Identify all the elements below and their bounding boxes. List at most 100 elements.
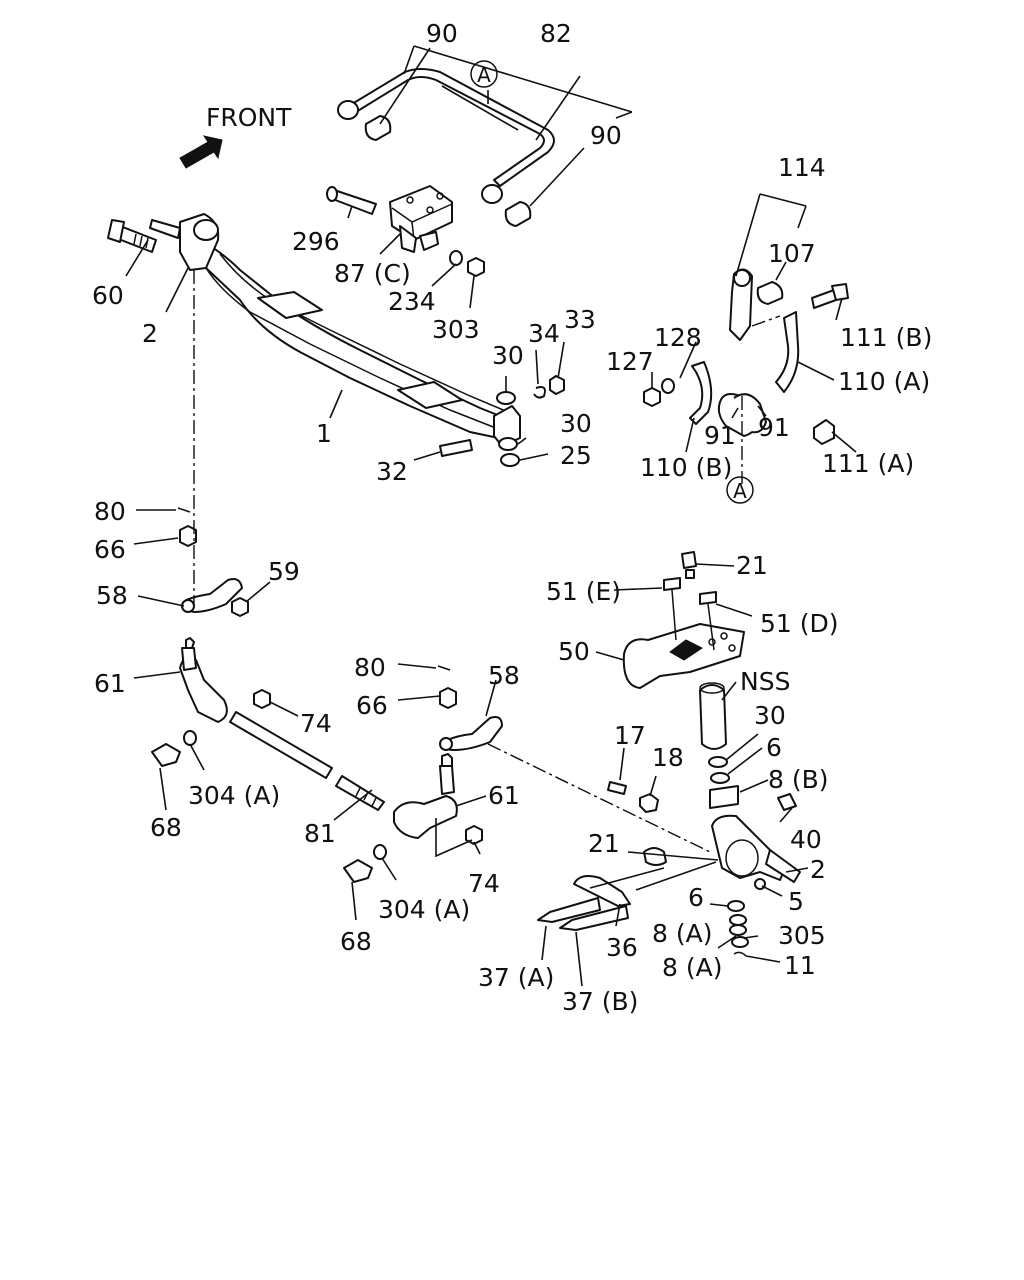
stabilizer-bracket-87c: [389, 185, 453, 253]
bolt-111b: [811, 283, 849, 309]
label-66-left: 66: [94, 535, 126, 564]
label-66-right: 66: [356, 691, 388, 720]
callout-a-bottom: A: [733, 479, 747, 503]
grease-nipple-21-top: [681, 551, 697, 579]
label-68-right: 68: [340, 927, 372, 956]
label-60: 60: [92, 281, 124, 310]
label-37b: 37 (B): [562, 987, 638, 1016]
label-30-mid: 30: [560, 409, 592, 438]
label-114: 114: [778, 153, 826, 182]
bolt-51d: [699, 591, 717, 651]
label-33: 33: [564, 305, 596, 334]
kingpin-nss: [699, 682, 727, 750]
label-90-left: 90: [426, 19, 458, 48]
label-34: 34: [528, 319, 560, 348]
steering-arm-58-right: [439, 716, 503, 751]
bolt-51e: [663, 577, 681, 641]
label-81: 81: [304, 819, 336, 848]
steering-arm-36: [573, 875, 631, 907]
stabilizer-bushing-90-right: [504, 201, 532, 227]
label-25: 25: [560, 441, 592, 470]
label-304a-left: 304 (A): [188, 781, 280, 810]
label-30-knuckle: 30: [754, 701, 786, 730]
label-5: 5: [788, 887, 804, 916]
castle-nut-66-right: [439, 687, 457, 709]
bolt-68-right: [343, 844, 387, 883]
nut-74-right: [465, 825, 483, 845]
label-17: 17: [614, 721, 646, 750]
label-110a: 110 (A): [838, 367, 930, 396]
label-40: 40: [790, 825, 822, 854]
washer-234: [449, 250, 463, 266]
label-36: 36: [606, 933, 638, 962]
steering-arm-58-left: [181, 578, 243, 613]
nut-74-left: [253, 689, 271, 709]
label-305: 305: [778, 921, 826, 950]
label-68-left: 68: [150, 813, 182, 842]
label-6-top: 6: [766, 733, 782, 762]
bushings-91: [717, 393, 767, 437]
tie-rod-81: [229, 711, 385, 811]
grease-nipple-21-bottom: [643, 847, 667, 866]
bolt-111a: [813, 419, 835, 445]
label-21-top: 21: [736, 551, 768, 580]
link-107-114: [729, 268, 784, 341]
pin-296: [326, 186, 377, 215]
pin-17: [607, 781, 627, 795]
label-111a: 111 (A): [822, 449, 914, 478]
label-11: 11: [784, 951, 816, 980]
front-axle-beam-1: [195, 237, 511, 441]
label-234: 234: [388, 287, 436, 316]
callout-circle-a-bottom: [726, 476, 754, 504]
label-74-left: 74: [300, 709, 332, 738]
bolt-60: [107, 219, 157, 253]
cotter-pin-80-left: [177, 507, 191, 513]
label-1: 1: [316, 419, 332, 448]
nut-303: [467, 257, 485, 277]
center-lines: [193, 270, 781, 853]
stabilizer-bar: [337, 68, 555, 204]
bracket-50: [622, 623, 745, 689]
bolt-37a: [537, 897, 601, 923]
label-80-right: 80: [354, 653, 386, 682]
label-58-right: 58: [488, 661, 520, 690]
label-59: 59: [268, 557, 300, 586]
stabilizer-bushing-90-left: [364, 115, 392, 141]
label-50: 50: [558, 637, 590, 666]
cotter-pin-80-right: [437, 665, 451, 671]
knuckle-2: [711, 793, 801, 883]
lower-washer-stack: [727, 900, 749, 957]
bolt-68-left: [151, 730, 197, 767]
label-128: 128: [654, 323, 702, 352]
label-30-top: 30: [492, 341, 524, 370]
nut-18: [639, 793, 659, 813]
label-8a-lower: 8 (A): [662, 953, 722, 982]
label-21-bottom: 21: [588, 829, 620, 858]
label-74-right: 74: [468, 869, 500, 898]
nut-59: [231, 597, 249, 617]
front-label: FRONT: [206, 103, 292, 132]
label-2-axle: 2: [142, 319, 158, 348]
tie-rod-end-61-right: [393, 753, 458, 839]
label-87c: 87 (C): [334, 259, 411, 288]
label-61-left: 61: [94, 669, 126, 698]
clamp-110b: [643, 361, 713, 425]
clamp-110a: [775, 311, 800, 393]
label-37a: 37 (A): [478, 963, 554, 992]
label-82: 82: [540, 19, 572, 48]
tie-rod-end-61-left: [179, 637, 228, 723]
callout-circle-a-top: [470, 60, 498, 88]
front-arrow-icon: [179, 135, 223, 169]
label-303: 303: [432, 315, 480, 344]
label-8b: 8 (B): [768, 765, 829, 794]
label-58-left: 58: [96, 581, 128, 610]
label-127: 127: [606, 347, 654, 376]
label-51d: 51 (D): [760, 609, 839, 638]
label-6-bottom: 6: [688, 883, 704, 912]
label-110b: 110 (B): [640, 453, 732, 482]
label-2-knuckle: 2: [810, 855, 826, 884]
seal-and-bushing-stack: [708, 756, 739, 809]
leader-lines: [125, 45, 857, 987]
label-91-left: 91: [704, 421, 736, 450]
